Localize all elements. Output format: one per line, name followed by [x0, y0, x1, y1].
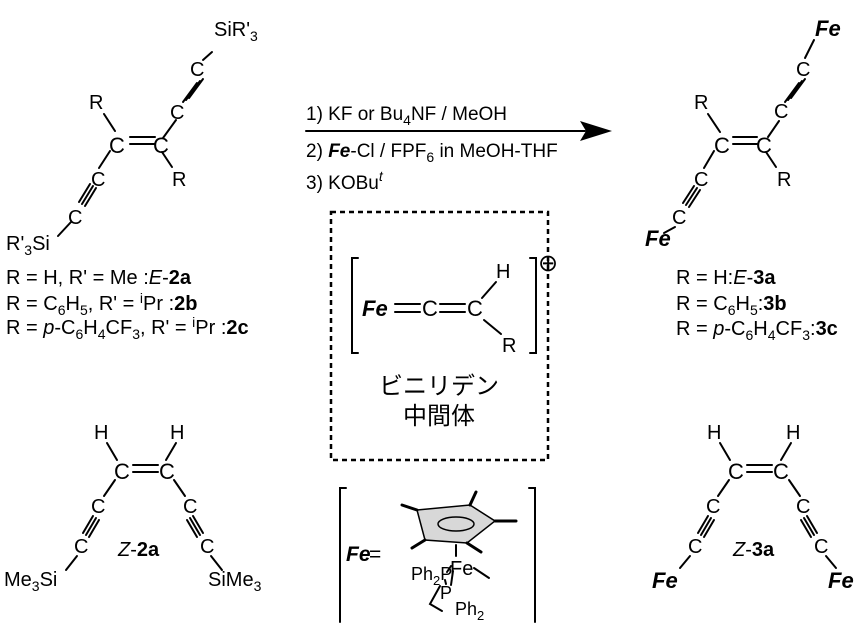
atom-c: C [109, 133, 125, 158]
atom-c: C [728, 459, 744, 484]
z-3a-structure: H H C C C C C C Fe Fe Z-3a [652, 422, 854, 593]
starting-material-labels: R = H, R' = Me :E-2a R = C6H5, R' = iPr … [6, 267, 249, 342]
atom-c: C [91, 496, 105, 518]
atom-h: H [786, 422, 800, 444]
silyl-group-label: SiMe3 [208, 569, 262, 594]
intermediate-caption: 中間体 [403, 402, 475, 430]
atom-r: R [502, 335, 516, 357]
fe-atom: Fe [362, 296, 388, 321]
atom-c: C [422, 296, 438, 321]
atom-c: C [153, 133, 169, 158]
atom-h: H [170, 422, 184, 444]
fe-definition: Fe = Fe Ph2P P Ph2 [339, 487, 536, 623]
atom-c: C [706, 496, 720, 518]
atom-c: C [74, 536, 88, 558]
reagent-list: 1) KF or Bu4NF / MeOH 2) Fe-Cl / FPF6 in… [306, 104, 558, 194]
label-2c: R = p-C6H4CF3, R' = iPr :2c [6, 314, 249, 342]
p-label: P [440, 583, 452, 603]
atom-r: R [89, 92, 103, 114]
fe-atom: Fe [815, 16, 841, 41]
ph2-label: Ph2 [455, 599, 484, 623]
vinylidene-intermediate-box: ⊕ Fe C C H R ビニリデン 中間体 [329, 210, 558, 462]
atom-c: C [714, 133, 730, 158]
silyl-group-label: R'3Si [6, 233, 50, 258]
fe-atom: Fe [652, 568, 678, 593]
atom-r: R [777, 169, 791, 191]
label-3a: R = H:E-3a [676, 267, 776, 289]
silyl-group-label: Me3Si [4, 569, 57, 594]
silyl-group-label: SiR'3 [214, 19, 258, 44]
atom-h: H [707, 422, 721, 444]
starting-material-structure: SiR'3 C C C C R R C C R'3Si [6, 19, 258, 258]
ph2p-label: Ph2P [411, 564, 452, 588]
atom-c: C [467, 296, 483, 321]
label-z-3a: Z-3a [732, 539, 775, 561]
atom-c: C [183, 496, 197, 518]
atom-c: C [190, 59, 204, 81]
atom-c: C [159, 459, 175, 484]
reagent-step-3: 3) KOBut [306, 168, 384, 194]
cationic-charge: ⊕ [538, 250, 558, 277]
atom-h: H [496, 261, 510, 283]
label-3b: R = C6H5:3b [676, 293, 787, 318]
atom-c: C [814, 536, 828, 558]
atom-c: C [688, 536, 702, 558]
reagent-step-1: 1) KF or Bu4NF / MeOH [306, 104, 507, 128]
fe-atom: Fe [645, 226, 671, 251]
label-z-2a: Z-2a [117, 539, 160, 561]
reagent-step-2: 2) Fe-Cl / FPF6 in MeOH-THF [306, 141, 558, 165]
atom-c: C [672, 207, 686, 229]
z-2a-structure: H H C C C C C C Me3Si SiMe3 Z-2a [4, 422, 262, 594]
product-labels: R = H:E-3a R = C6H5:3b R = p-C6H4CF3:3c [676, 267, 838, 343]
fe-definition-label: Fe [346, 543, 371, 566]
label-2b: R = C6H5, R' = iPr :2b [6, 290, 198, 318]
label-3c: R = p-C6H4CF3:3c [676, 318, 838, 343]
atom-c: C [796, 59, 810, 81]
atom-c: C [756, 133, 772, 158]
atom-c: C [114, 459, 130, 484]
atom-c: C [68, 207, 82, 229]
atom-c: C [773, 459, 789, 484]
atom-c: C [774, 101, 788, 123]
atom-r: R [172, 169, 186, 191]
atom-c: C [200, 536, 214, 558]
atom-c: C [694, 169, 708, 191]
vinylidene-caption: ビニリデン [379, 372, 499, 400]
atom-c: C [170, 102, 184, 124]
fe-equals: = [369, 543, 381, 566]
product-structure: Fe C C C C R R C C Fe [645, 16, 841, 251]
atom-c: C [91, 169, 105, 191]
atom-h: H [94, 422, 108, 444]
fe-atom-def: Fe [450, 558, 473, 580]
label-2a: R = H, R' = Me :E-2a [6, 267, 192, 289]
fe-atom: Fe [828, 568, 854, 593]
atom-r: R [694, 92, 708, 114]
reaction-arrow [305, 121, 612, 141]
atom-c: C [796, 496, 810, 518]
